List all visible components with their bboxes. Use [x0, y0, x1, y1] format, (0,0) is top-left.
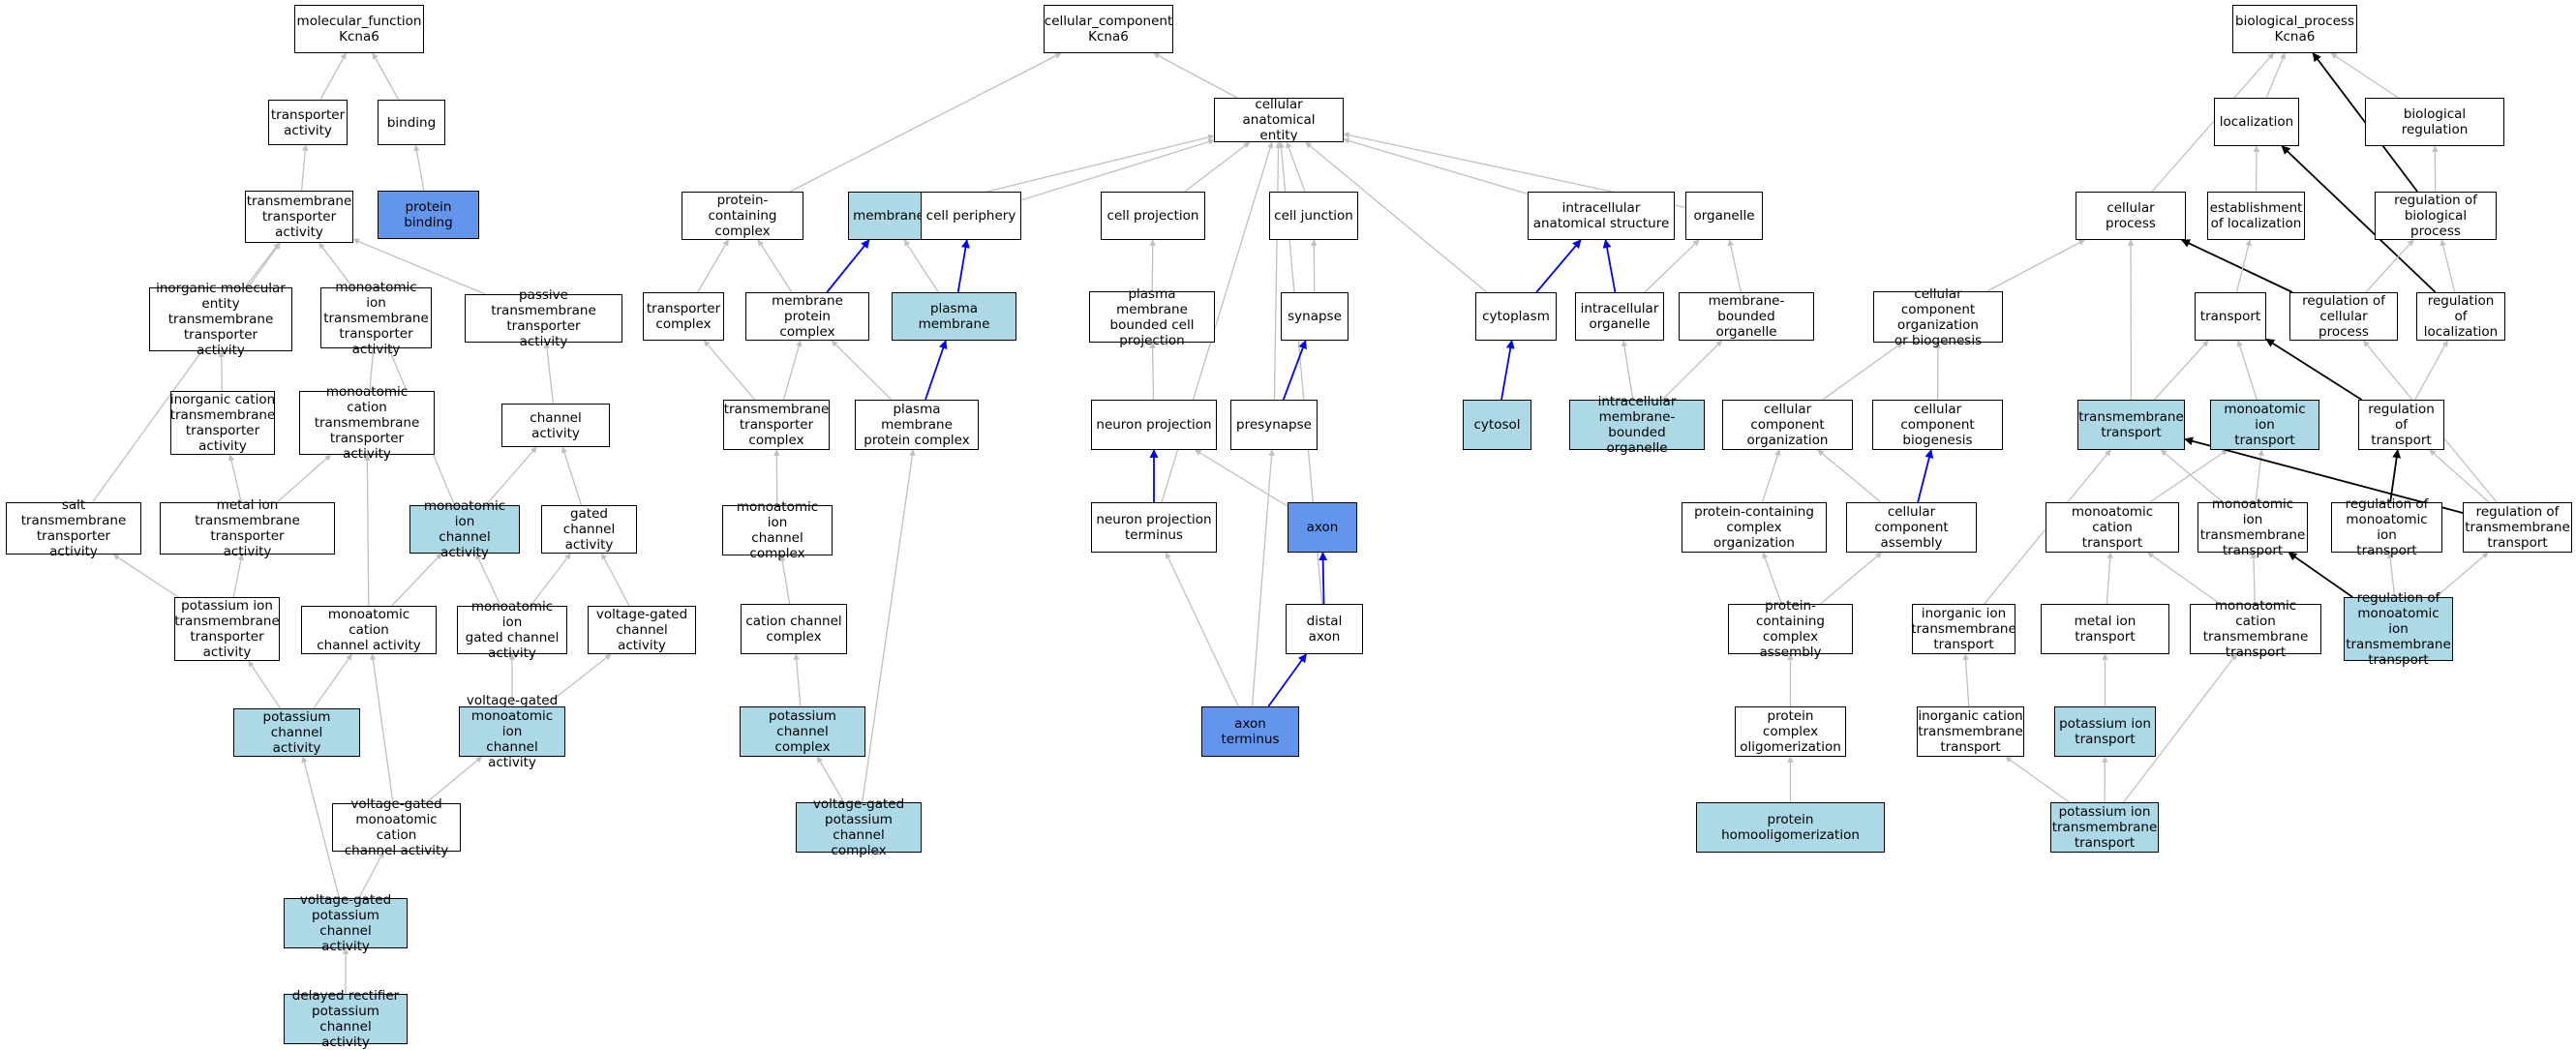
- node-cell-projection: cell projection: [1101, 192, 1205, 240]
- node-regulation-localization: regulation of localization: [2416, 292, 2505, 341]
- node-cc-root: cellular_component Kcna6: [1044, 5, 1173, 53]
- node-voltage-gated-channel: voltage-gated channel activity: [588, 606, 696, 654]
- node-inorganic-cation-tm-transport: inorganic cation transmembrane transport: [1917, 706, 2024, 757]
- node-neuron-projection-terminus: neuron projection terminus: [1091, 502, 1217, 553]
- node-monoatomic-ion-channel: monoatomic ion channel activity: [409, 505, 520, 554]
- node-potassium-ion-tm: potassium ion transmembrane transporter …: [174, 597, 280, 661]
- node-protein-homooligomerization: protein homooligomerization: [1696, 802, 1885, 853]
- node-protein-containing-complex: protein-containing complex: [682, 192, 803, 240]
- node-monoatomic-cation-tm-transport: monoatomic cation transmembrane transpor…: [2190, 604, 2321, 654]
- node-axon: axon: [1288, 502, 1357, 553]
- node-cc-organization: cellular component organization: [1722, 400, 1853, 450]
- node-potassium-ion-transport: potassium ion transport: [2054, 706, 2156, 757]
- node-distal-axon: distal axon: [1286, 604, 1363, 654]
- node-potassium-ion-tm-transport: potassium ion transmembrane transport: [2050, 802, 2159, 853]
- node-tm-transporter-complex: transmembrane transporter complex: [723, 400, 830, 450]
- node-monoatomic-ion-channel-complex: monoatomic ion channel complex: [722, 505, 833, 555]
- node-pcc-assembly: protein-containing complex assembly: [1728, 604, 1853, 654]
- node-salt-tm: salt transmembrane transporter activity: [6, 502, 141, 555]
- node-bp-root: biological_process Kcna6: [2232, 5, 2357, 53]
- node-pm-bounded-cell-projection: plasma membrane bounded cell projection: [1089, 291, 1215, 343]
- node-neuron-projection: neuron projection: [1091, 400, 1217, 450]
- node-regulation-biological-process: regulation of biological process: [2375, 192, 2497, 240]
- node-cytosol: cytosol: [1463, 400, 1531, 450]
- node-cation-channel-complex: cation channel complex: [741, 604, 847, 654]
- node-passive-tm: passive transmembrane transporter activi…: [465, 294, 622, 343]
- node-protein-complex-oligomerization: protein complex oligomerization: [1735, 706, 1846, 757]
- node-cc-assembly: cellular component assembly: [1846, 502, 1977, 553]
- node-regulation-monoatomic-ion-transport: regulation of monoatomic ion transport: [2331, 502, 2442, 553]
- node-intracellular-organelle: intracellular organelle: [1575, 292, 1664, 341]
- node-pm-protein-complex: plasma membrane protein complex: [855, 400, 979, 450]
- node-establishment-localization: establishment of localization: [2207, 192, 2305, 240]
- node-channel-activity: channel activity: [501, 404, 610, 447]
- node-gated-channel: gated channel activity: [541, 505, 637, 554]
- node-plasma-membrane: plasma membrane: [892, 292, 1016, 341]
- node-metal-ion-transport: metal ion transport: [2041, 604, 2169, 654]
- node-axon-terminus: axon terminus: [1201, 706, 1299, 757]
- node-tm-transporter-activity: transmembrane transporter activity: [245, 191, 353, 243]
- node-vg-monoatomic-cation-channel: voltage-gated monoatomic cation channel …: [332, 803, 461, 852]
- node-cellular-process: cellular process: [2076, 192, 2186, 240]
- node-transporter-complex: transporter complex: [643, 292, 724, 341]
- node-vg-potassium-channel-complex: voltage-gated potassium channel complex: [796, 802, 922, 853]
- node-inorganic-mol-entity: inorganic molecular entity transmembrane…: [149, 287, 292, 351]
- node-monoatomic-cation-tm: monoatomic cation transmembrane transpor…: [299, 391, 435, 455]
- node-regulation-transport: regulation of transport: [2358, 400, 2444, 450]
- node-membrane-protein-complex: membrane protein complex: [745, 292, 869, 341]
- node-transport: transport: [2195, 292, 2266, 341]
- node-vg-monoatomic-ion-channel: voltage-gated monoatomic ion channel act…: [459, 706, 565, 757]
- node-monoatomic-cation-channel: monoatomic cation channel activity: [301, 606, 437, 654]
- node-pcc-organization: protein-containing complex organization: [1682, 502, 1827, 553]
- node-intracellular-anatomical: intracellular anatomical structure: [1528, 192, 1675, 240]
- node-cc-biogenesis: cellular component biogenesis: [1872, 400, 2003, 450]
- node-membrane-bounded-organelle: membrane-bounded organelle: [1679, 292, 1814, 341]
- node-cytoplasm: cytoplasm: [1475, 292, 1557, 341]
- node-membrane: membrane: [848, 192, 929, 240]
- node-monoatomic-ion-tm-transport: monoatomic ion transmembrane transport: [2197, 502, 2308, 553]
- node-monoatomic-ion-transport: monoatomic ion transport: [2210, 400, 2319, 450]
- node-localization: localization: [2214, 98, 2299, 146]
- node-presynapse: presynapse: [1230, 400, 1318, 450]
- node-intracellular-mb-organelle: intracellular membrane-bounded organelle: [1569, 400, 1705, 450]
- node-protein-binding: protein binding: [378, 191, 479, 239]
- node-delayed-rectifier: delayed rectifier potassium channel acti…: [284, 994, 408, 1044]
- node-cellular-anatomical-entity: cellular anatomical entity: [1214, 98, 1344, 142]
- node-biological-regulation: biological regulation: [2365, 98, 2504, 146]
- node-vg-potassium-channel: voltage-gated potassium channel activity: [284, 898, 408, 948]
- node-potassium-channel: potassium channel activity: [233, 708, 360, 757]
- node-inorganic-ion-tm-transport: inorganic ion transmembrane transport: [1912, 604, 2015, 654]
- node-synapse: synapse: [1281, 292, 1349, 341]
- node-inorganic-cation-tm: inorganic cation transmembrane transport…: [170, 391, 275, 455]
- node-regulation-cellular-process: regulation of cellular process: [2289, 292, 2398, 341]
- node-binding: binding: [378, 100, 445, 145]
- node-organelle: organelle: [1685, 192, 1763, 240]
- node-cc-organization-biogenesis: cellular component organization or bioge…: [1873, 291, 2003, 343]
- node-cell-junction: cell junction: [1269, 192, 1358, 240]
- node-monoatomic-cation-transport: monoatomic cation transport: [2046, 502, 2179, 553]
- node-transmembrane-transport: transmembrane transport: [2077, 400, 2185, 450]
- node-cell-periphery: cell periphery: [921, 192, 1021, 240]
- node-potassium-channel-complex: potassium channel complex: [740, 706, 865, 757]
- node-mf-root: molecular_function Kcna6: [294, 5, 424, 53]
- node-metal-ion-tm: metal ion transmembrane transporter acti…: [160, 502, 335, 555]
- node-transporter-activity: transporter activity: [268, 100, 348, 145]
- node-regulation-tm-transport: regulation of transmembrane transport: [2463, 502, 2572, 553]
- node-monoatomic-ion-gated: monoatomic ion gated channel activity: [457, 606, 567, 654]
- node-monoatomic-ion-tm: monoatomic ion transmembrane transporter…: [320, 287, 432, 348]
- node-regulation-monoatomic-ion-tm-transport: regulation of monoatomic ion transmembra…: [2344, 597, 2453, 661]
